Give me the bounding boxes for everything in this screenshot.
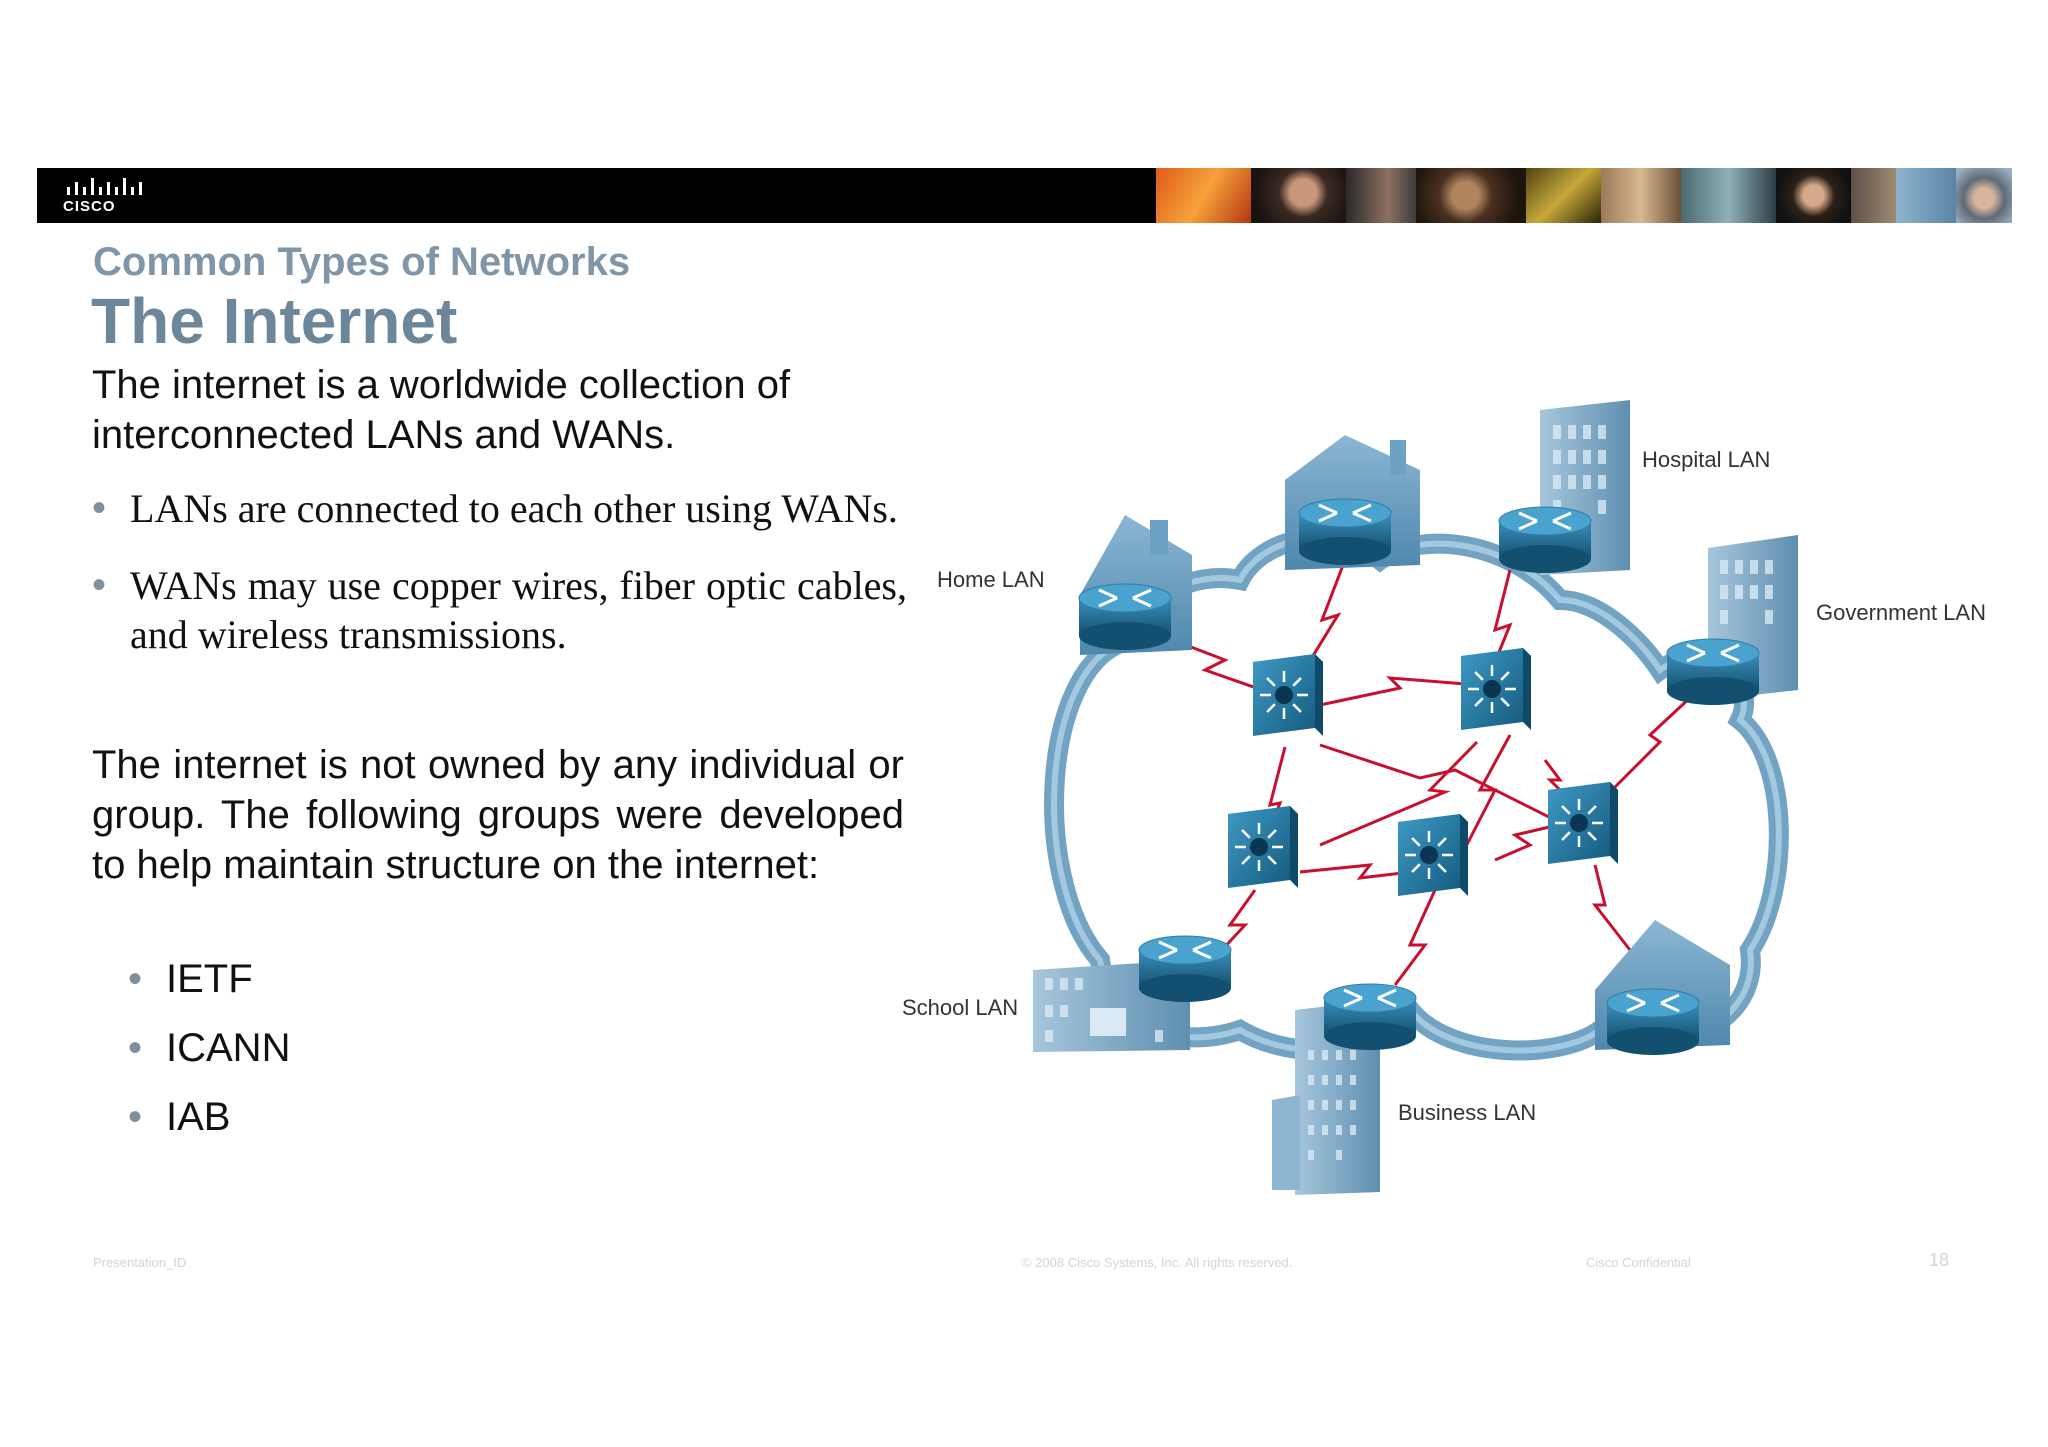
router-icon [1666, 638, 1760, 705]
intro-paragraph: The internet is a worldwide collection o… [92, 360, 912, 460]
government-lan-label: Government LAN [1816, 600, 1986, 625]
header-photo-strip [1156, 168, 2012, 223]
slide-title: The Internet [91, 285, 458, 357]
wan-link [1610, 668, 1722, 792]
org-name: IETF [166, 957, 253, 1001]
bullet-dot: • [128, 1095, 143, 1139]
cisco-logo: CISCO [63, 176, 183, 216]
wan-link [1494, 823, 1559, 862]
router-icon [1078, 583, 1172, 650]
bullet-dot: • [92, 563, 107, 607]
wan-link [1220, 889, 1257, 952]
hospital-lan-label: Hospital LAN [1642, 447, 1770, 472]
internet-network-diagram: Home LAN Hospital LAN Government LAN Sch… [902, 400, 1986, 1195]
org-list: • IETF • ICANN • IAB [128, 955, 290, 1162]
router-icon [1606, 988, 1700, 1055]
wan-link [1591, 864, 1632, 951]
list-item: • IETF [128, 955, 290, 1024]
router-icon [1498, 506, 1592, 573]
footer-copyright: © 2008 Cisco Systems, Inc. All rights re… [1022, 1255, 1293, 1270]
slide-subtitle: Common Types of Networks [93, 240, 631, 284]
list-item: • IAB [128, 1093, 290, 1162]
switch-icon [1461, 648, 1531, 730]
wan-link [1290, 559, 1347, 691]
wan-link [1319, 743, 1556, 822]
intro-line: The internet is a worldwide collection o… [92, 363, 791, 407]
bullet-dot: • [128, 1026, 143, 1070]
footer-confidential: Cisco Confidential [1586, 1255, 1691, 1270]
bullet-dot: • [92, 486, 107, 530]
header-bar: CISCO [37, 168, 2012, 223]
cisco-wordmark: CISCO [63, 198, 116, 215]
bullet-list: • LANs are connected to each other using… [92, 484, 907, 687]
home-lan-label: Home LAN [937, 567, 1045, 592]
list-item: • WANs may use copper wires, fiber optic… [92, 561, 907, 659]
wan-link [1319, 740, 1479, 847]
footer-presentation-id: Presentation_ID [93, 1255, 187, 1270]
router-icon [1323, 983, 1417, 1050]
business-lan-label: Business LAN [1398, 1100, 1536, 1125]
bullet-text: WANs may use copper wires, fiber optic c… [130, 563, 907, 657]
school-lan-label: School LAN [902, 995, 1018, 1020]
switch-icon [1548, 782, 1618, 864]
page-number: 18 [1929, 1250, 1950, 1270]
switch-icon [1228, 806, 1298, 888]
wan-link [1319, 676, 1479, 707]
org-name: ICANN [166, 1026, 291, 1070]
cisco-bars-icon [67, 178, 142, 195]
bullet-text: LANs are connected to each other using W… [130, 486, 898, 531]
wan-link [1393, 889, 1437, 986]
wan-link [1299, 863, 1429, 880]
wan-links [1164, 559, 1722, 986]
body-paragraph: The internet is not owned by any individ… [92, 743, 904, 887]
bullet-dot: • [128, 957, 143, 1001]
list-item: • LANs are connected to each other using… [92, 484, 907, 533]
wan-link [1492, 569, 1513, 663]
wan-link [1458, 734, 1512, 859]
org-name: IAB [166, 1095, 231, 1139]
switch-icon [1253, 654, 1323, 736]
intro-line: interconnected LANs and WANs. [92, 413, 676, 457]
router-icon [1138, 935, 1232, 1002]
list-item: • ICANN [128, 1024, 290, 1093]
switch-icon [1398, 814, 1468, 896]
wan-link [1164, 635, 1286, 700]
router-icon [1298, 498, 1392, 565]
